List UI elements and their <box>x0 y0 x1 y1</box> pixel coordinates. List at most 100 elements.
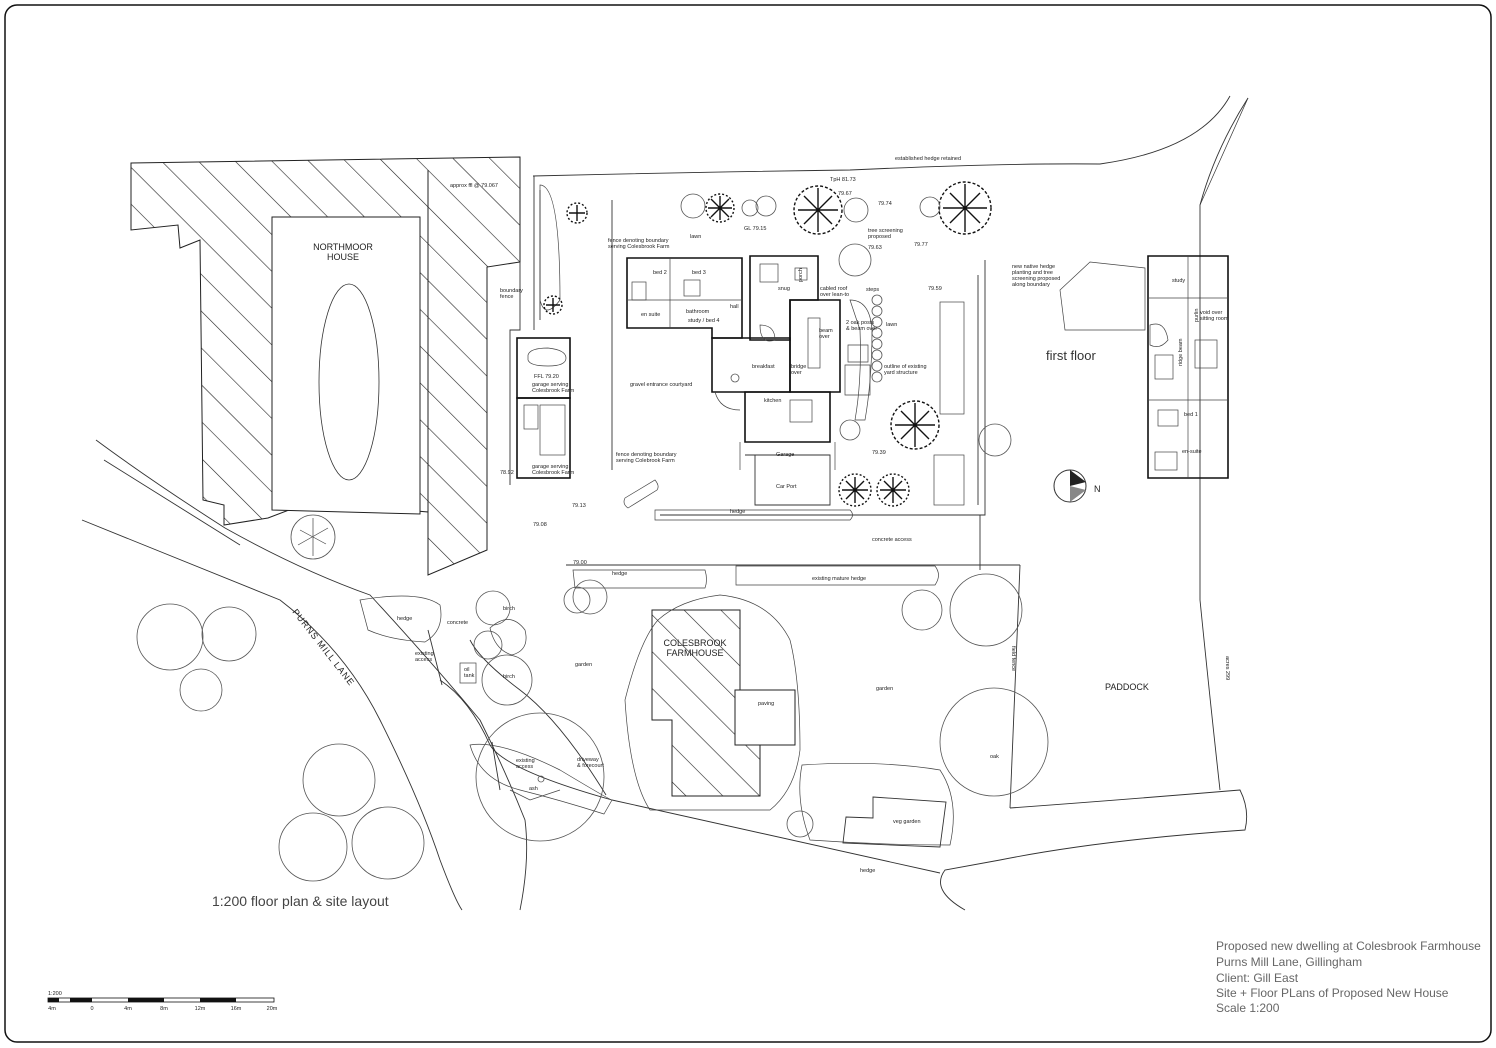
label-7974: 79.74 <box>878 201 892 207</box>
label-7900: 79.00 <box>573 560 587 566</box>
road-name: PURNS MILL LANE <box>290 607 356 688</box>
north-arrow-icon: N <box>1053 469 1101 503</box>
label-ffl: FFL 79.20 <box>534 374 559 380</box>
room-oak-posts-1: 2 oak posts <box>846 320 874 326</box>
northmoor-name-2: HOUSE <box>327 252 359 262</box>
label-fence-north-1: fence denoting boundary <box>608 238 669 244</box>
room-porch: porch <box>798 268 804 282</box>
ff-purlin: purlin <box>1194 309 1200 322</box>
room-car-port: Car Port <box>776 484 797 490</box>
hedges <box>359 184 954 846</box>
room-bed2: bed 2 <box>653 270 667 276</box>
small-trees <box>680 193 1012 457</box>
room-study-bed4: study / bed 4 <box>688 318 720 324</box>
room-garage: Garage <box>776 452 794 458</box>
label-field-fence: field fence <box>1010 646 1016 671</box>
label-paddock: PADDOCK <box>1105 682 1149 692</box>
label-7908: 79.08 <box>533 522 547 528</box>
label-boundary-fence-1: boundary <box>500 288 523 294</box>
driveway-features <box>427 629 561 801</box>
label-established-hedge: established hedge retained <box>895 156 961 162</box>
title-line-5: Scale 1:200 <box>1216 1001 1280 1015</box>
label-fence-south-2: serving Colebrook Farm <box>616 458 675 464</box>
drawing-caption: 1:200 floor plan & site layout <box>212 893 389 909</box>
scale-tick-6: 20m <box>267 1006 278 1012</box>
label-garden-east: garden <box>876 686 893 692</box>
label-tree-screening-1: tree screening <box>868 228 903 234</box>
room-cabled-roof-1: cabled roof <box>820 286 848 292</box>
scale-tick-1: 0 <box>90 1006 93 1012</box>
label-garage-serving-1: garage serving <box>532 382 568 388</box>
label-hedge-south: hedge <box>860 868 875 874</box>
label-fence-north-2: serving Colesbrook Farm <box>608 244 670 250</box>
label-paving: paving <box>758 701 774 707</box>
label-concrete-access: concrete access <box>872 537 912 543</box>
room-bridge-over-1: bridge <box>791 364 806 370</box>
feature-trees <box>543 181 992 507</box>
label-oil-tank-2: tank <box>464 673 475 679</box>
northmoor-name-1: NORTHMOOR <box>313 242 373 252</box>
room-kitchen: kitchen <box>764 398 781 404</box>
label-boundary-fence-2: fence <box>500 294 513 300</box>
label-new-hedge-4: along boundary <box>1012 282 1050 288</box>
site-labels: established hedge retained TpH 81.73 79.… <box>397 156 1230 874</box>
room-en-suite: en suite <box>641 312 660 318</box>
room-labels: bed 2 bed 3 snug cabled roof over lean-t… <box>641 268 877 490</box>
label-birch-2: birch <box>503 674 515 680</box>
scale-tick-3: 8m <box>160 1006 168 1012</box>
label-oil-tank-1: oil <box>464 667 470 673</box>
title-line-1: Proposed new dwelling at Colesbrook Farm… <box>1216 939 1481 953</box>
label-7977: 79.77 <box>914 242 928 248</box>
ff-ridge-beam: ridge beam <box>1178 338 1184 366</box>
label-gl: GL 79.15 <box>744 226 766 232</box>
scale-tick-4: 12m <box>195 1006 206 1012</box>
label-new-hedge-3: screening proposed <box>1012 276 1060 282</box>
northmoor-house: NORTHMOOR HOUSE approx ffl @ 79.067 <box>130 156 521 576</box>
scale-tick-2: 4m <box>124 1006 132 1012</box>
label-veg-garden: veg garden <box>893 819 921 825</box>
proposed-house <box>626 255 965 506</box>
first-floor-plan <box>1059 255 1229 479</box>
colesbrook-name-1: COLESBROOK <box>663 638 726 648</box>
room-bed3: bed 3 <box>692 270 706 276</box>
label-lawn-north: lawn <box>690 234 701 240</box>
ff-en-suite: en-suite <box>1182 449 1202 455</box>
title-line-2: Purns Mill Lane, Gillingham <box>1216 955 1362 969</box>
label-gravel: gravel entrance courtyard <box>630 382 692 388</box>
label-tph: TpH 81.73 <box>830 177 856 183</box>
label-7892: 78.92 <box>500 470 514 476</box>
room-beam-over-2: over <box>819 334 830 340</box>
label-existing-access2-1: existing <box>516 758 535 764</box>
label-7963: 79.63 <box>868 245 882 251</box>
label-oak: oak <box>990 754 999 760</box>
north-letter: N <box>1094 484 1101 494</box>
room-breakfast: breakfast <box>752 364 775 370</box>
label-hedge-lane: hedge <box>397 616 412 622</box>
ff-void-2: sitting room <box>1200 316 1229 322</box>
label-driveway-2: & forecourt <box>577 763 604 769</box>
garden-trees <box>459 573 1049 842</box>
label-existing-access2-2: access <box>516 764 533 770</box>
approx-ffl-label: approx ffl @ 79.067 <box>450 183 498 189</box>
label-tree-screening-2: proposed <box>868 234 891 240</box>
veg-garden-bed <box>842 796 947 848</box>
room-cabled-roof-2: over lean-to <box>820 292 849 298</box>
label-7939: 79.39 <box>872 450 886 456</box>
label-garage-serving-2: Colesbrook Farm <box>532 388 575 394</box>
first-floor-labels: first floor study void over sitting room… <box>1046 278 1229 455</box>
label-steps: steps <box>866 287 879 293</box>
label-7913: 79.13 <box>572 503 586 509</box>
ff-study: study <box>1172 278 1185 284</box>
label-garage-serving2-1: garage serving <box>532 464 568 470</box>
room-bathroom: bathroom <box>686 309 710 315</box>
label-new-hedge-2: planting and tree <box>1012 270 1053 276</box>
label-7959: 79.59 <box>928 286 942 292</box>
label-garden-west: garden <box>575 662 592 668</box>
title-block: Proposed new dwelling at Colesbrook Farm… <box>1216 939 1481 1015</box>
label-7967: 79.67 <box>838 191 852 197</box>
scale-ratio: 1:200 <box>48 991 62 997</box>
room-hall: hall <box>730 304 739 310</box>
label-fence-south-1: fence denoting boundary <box>616 452 677 458</box>
colesbrook-farmhouse: COLESBROOK FARMHOUSE <box>624 594 801 811</box>
